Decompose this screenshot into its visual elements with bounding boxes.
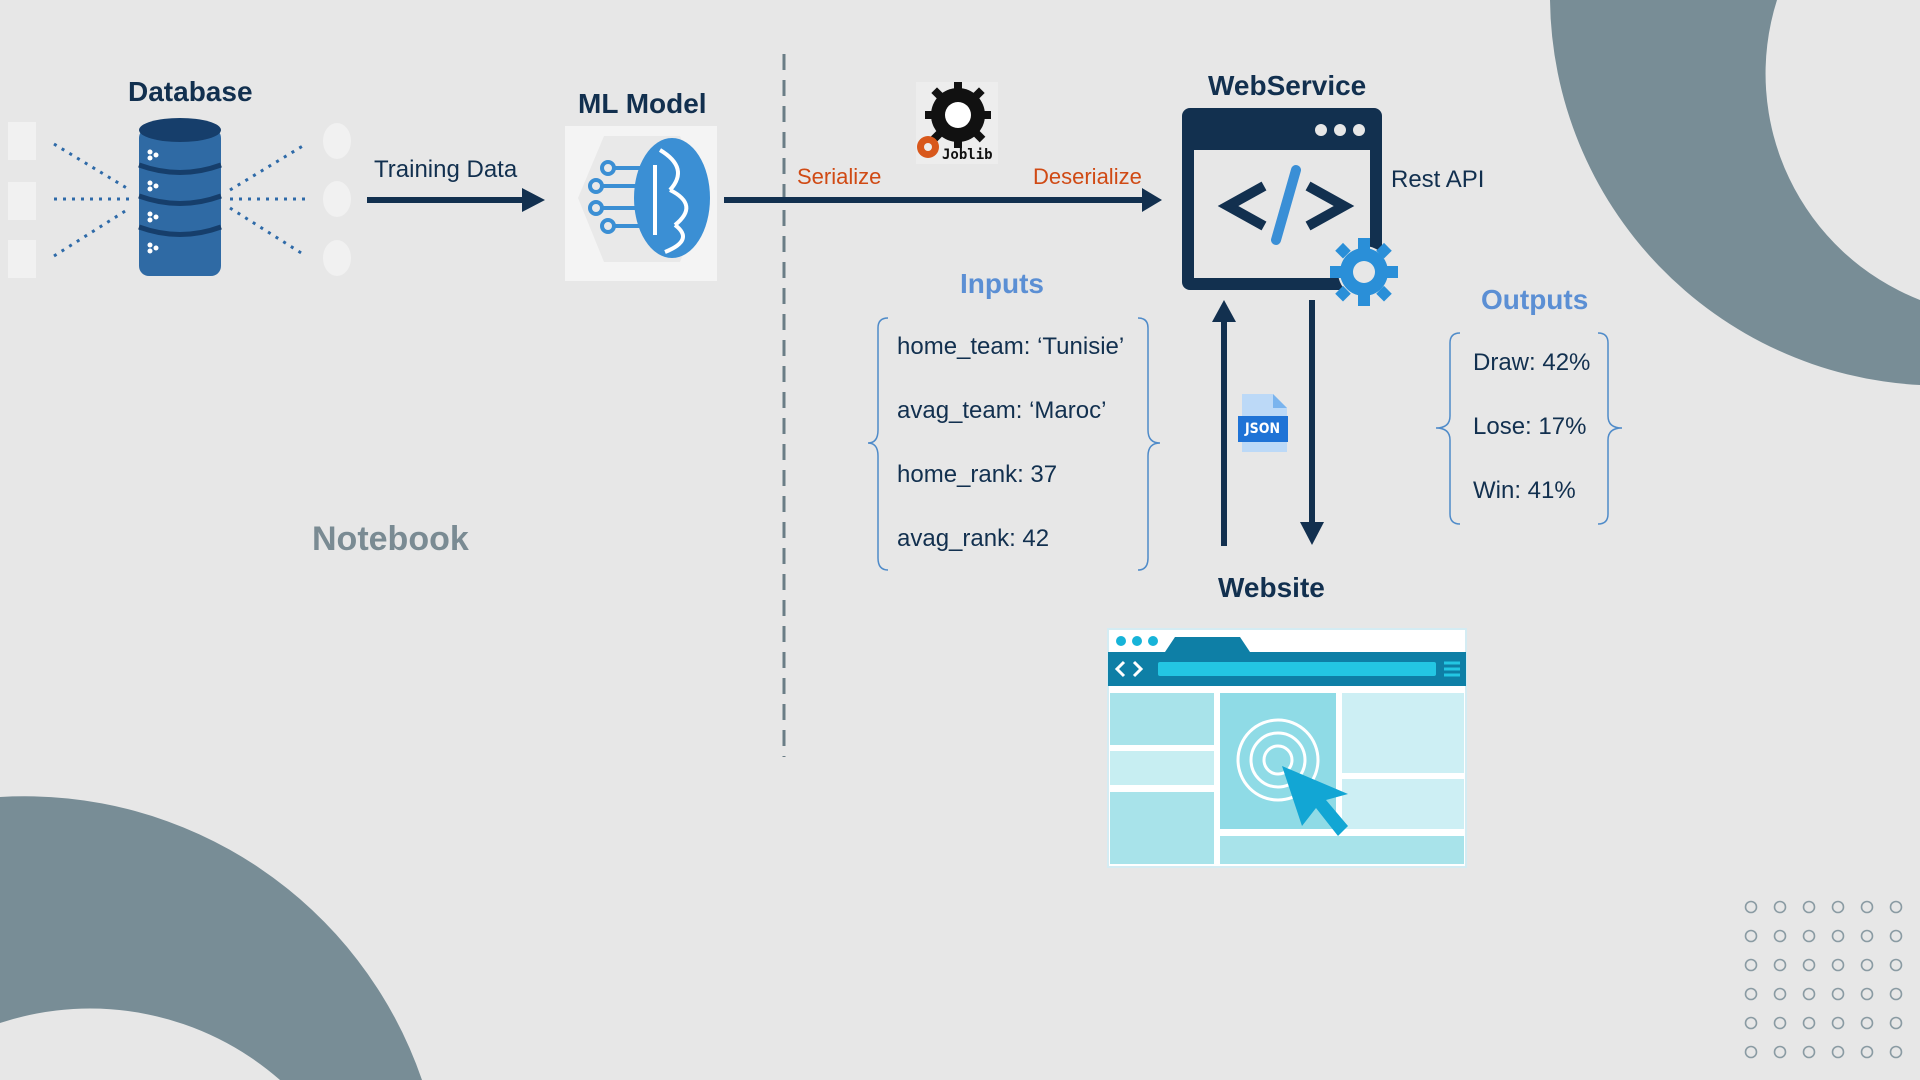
ml-model-title: ML Model	[578, 88, 707, 119]
decor-dot	[1860, 958, 1874, 972]
decor-dot	[1802, 1045, 1816, 1059]
decor-dot	[1831, 929, 1845, 943]
decor-dot	[1773, 900, 1787, 914]
cursor-pointer-icon	[1282, 766, 1348, 836]
decor-dot	[1744, 987, 1758, 1001]
training-data-label: Training Data	[374, 156, 518, 183]
outputs-title: Outputs	[1481, 284, 1589, 315]
decor-dot	[1773, 1045, 1787, 1059]
decor-dot	[1744, 958, 1758, 972]
decor-dot	[1831, 900, 1845, 914]
decor-dot	[1889, 929, 1903, 943]
decor-dot	[1860, 900, 1874, 914]
serialize-label: Serialize	[797, 164, 882, 189]
output-item: Lose: 17%	[1473, 413, 1587, 440]
decor-dot	[1889, 1045, 1903, 1059]
decor-dot	[1831, 1016, 1845, 1030]
input-item: home_team: ‘Tunisie’	[897, 333, 1125, 360]
decor-dot	[1744, 1016, 1758, 1030]
output-item: Draw: 42%	[1473, 349, 1591, 376]
decor-dot	[1889, 1016, 1903, 1030]
decor-dot	[1802, 987, 1816, 1001]
decor-dot	[1802, 958, 1816, 972]
rest-api-label: Rest API	[1391, 166, 1485, 193]
decor-dot	[1802, 929, 1816, 943]
decor-dot	[1773, 958, 1787, 972]
deserialize-label: Deserialize	[1033, 164, 1142, 189]
notebook-label: Notebook	[312, 520, 469, 558]
decor-dot	[1802, 900, 1816, 914]
decor-dot	[1744, 900, 1758, 914]
website-title: Website	[1218, 572, 1325, 603]
gear-icon	[1330, 238, 1398, 306]
decor-dot	[1860, 1045, 1874, 1059]
inputs-title: Inputs	[960, 268, 1044, 299]
input-item: avag_rank: 42	[897, 525, 1050, 552]
joblib-label: Joblib	[942, 147, 993, 163]
decor-dot	[1889, 900, 1903, 914]
decor-dot	[1744, 1045, 1758, 1059]
decor-dot	[1802, 1016, 1816, 1030]
decor-dot	[1889, 958, 1903, 972]
output-item: Win: 41%	[1473, 477, 1576, 504]
input-item: avag_team: ‘Maroc’	[897, 397, 1107, 424]
database-title: Database	[128, 76, 253, 107]
decor-dot	[1889, 987, 1903, 1001]
decor-dot	[1860, 987, 1874, 1001]
decor-dot	[1831, 987, 1845, 1001]
decor-dot	[1831, 1045, 1845, 1059]
decor-dot	[1744, 929, 1758, 943]
decor-dot	[1773, 987, 1787, 1001]
decor-dot	[1860, 1016, 1874, 1030]
decor-dot	[1773, 929, 1787, 943]
decor-dot	[1831, 958, 1845, 972]
json-badge-label: JSON	[1245, 421, 1280, 437]
decor-dot	[1773, 1016, 1787, 1030]
decor-arc-bottom-left	[0, 796, 422, 1080]
joblib-text: Joblib	[942, 147, 993, 163]
input-item: home_rank: 37	[897, 461, 1058, 488]
webservice-title: WebService	[1208, 70, 1367, 101]
decor-dot	[1860, 929, 1874, 943]
